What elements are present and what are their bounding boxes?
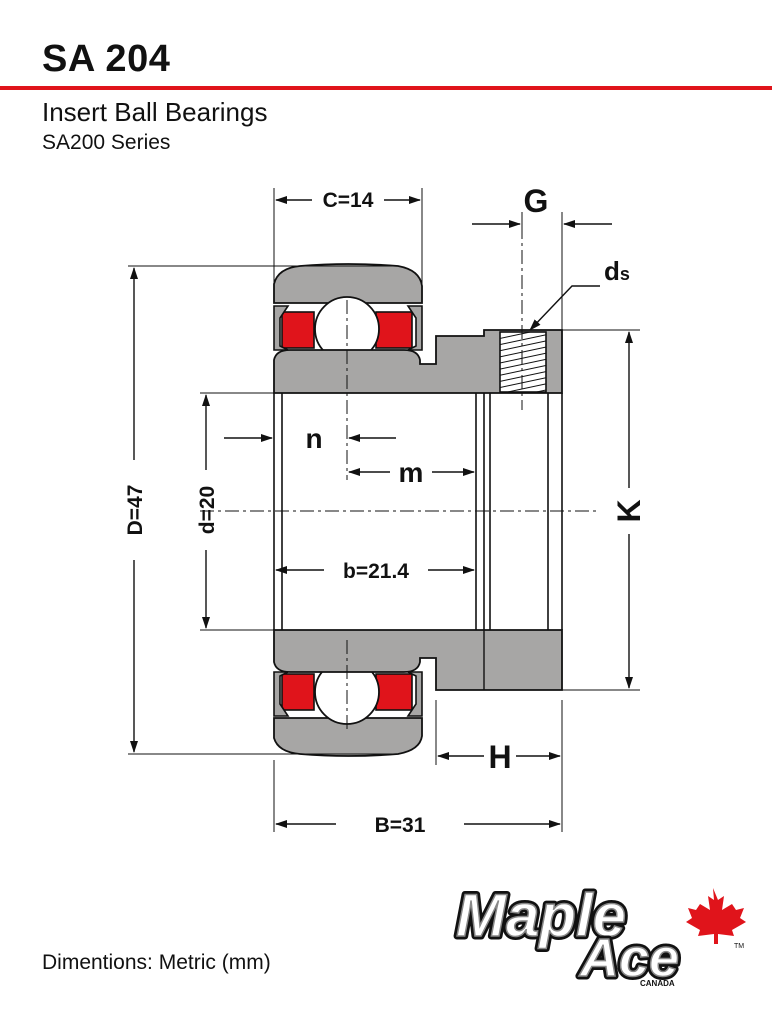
dimension-lines	[130, 196, 633, 828]
product-category: Insert Ball Bearings	[42, 97, 268, 127]
dim-b-label: b=21.4	[343, 560, 409, 583]
dim-k-label: K	[611, 499, 647, 522]
bore	[273, 393, 563, 630]
logo-word-maple-outline: Maple	[456, 882, 626, 949]
dim-h-label: H	[488, 739, 511, 775]
outer-ring-top	[273, 263, 423, 304]
dim-ds-main: d	[604, 256, 620, 286]
seal-bottom	[273, 671, 423, 717]
dim-n-label: n	[305, 423, 322, 454]
units-note: Dimentions: Metric (mm)	[42, 951, 271, 974]
logo-country: CANADA	[640, 979, 675, 988]
inner-ring-bottom	[273, 629, 563, 691]
page-title: SA 204	[42, 38, 171, 80]
product-series: SA200 Series	[42, 131, 171, 154]
logo-trademark: TM	[734, 943, 744, 950]
outer-ring-bottom	[273, 717, 423, 757]
logo-word-ace: Ace	[578, 928, 679, 988]
dim-d-bore-label: d=20	[196, 486, 219, 534]
inner-ring-top	[273, 329, 563, 394]
logo-word-ace-outline: Ace	[578, 928, 679, 988]
logo-word-maple: Maple	[456, 882, 626, 949]
seal-top	[273, 305, 423, 351]
dim-ds-label: ds	[604, 256, 630, 286]
maple-ace-logo: Maple Maple Ace Ace TM CANADA	[453, 880, 746, 990]
maple-leaf-icon	[686, 888, 746, 944]
dim-b-width-label: B=31	[375, 814, 426, 837]
dim-d-outer-label: D=47	[124, 485, 147, 536]
dim-m-label: m	[399, 457, 424, 488]
title-divider	[0, 86, 772, 90]
dim-ds-sub: s	[620, 264, 630, 284]
extension-lines	[128, 188, 640, 832]
center-lines	[200, 225, 600, 730]
dim-c-label: C=14	[323, 189, 374, 212]
dim-g-label: G	[524, 183, 549, 219]
